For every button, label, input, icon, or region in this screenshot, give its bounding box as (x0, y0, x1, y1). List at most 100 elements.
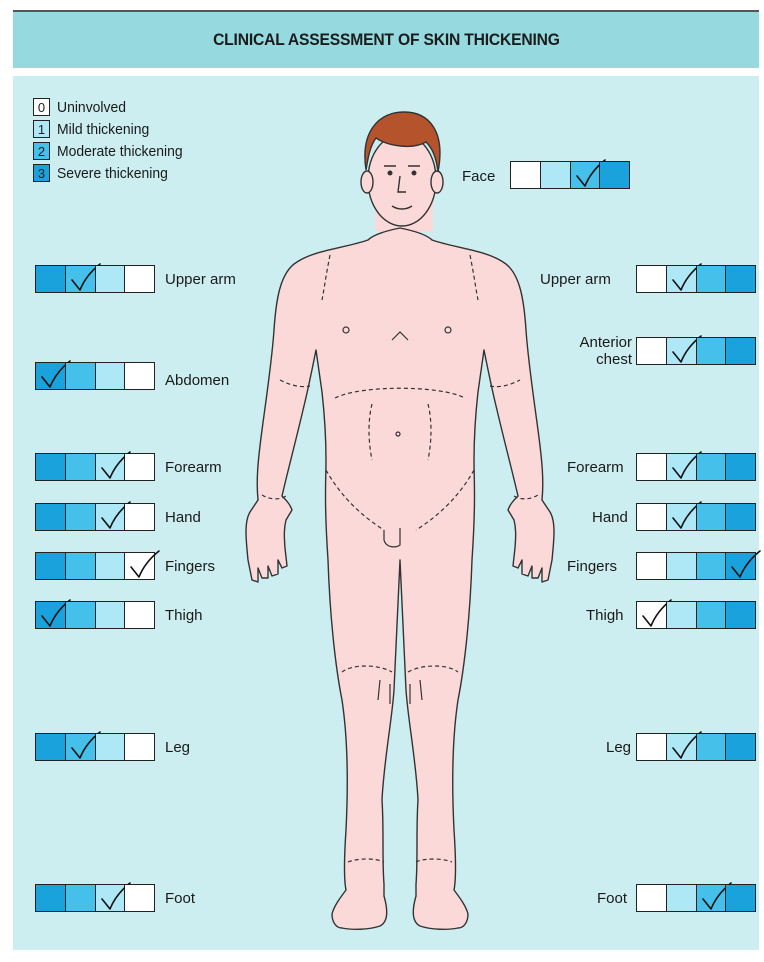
score-cell-3[interactable] (726, 734, 755, 760)
score-cell-0[interactable] (637, 454, 667, 480)
score-cell-2[interactable] (697, 885, 727, 911)
score-cell-3[interactable] (36, 504, 66, 530)
label-anterior-chest: Anterior chest (562, 334, 632, 368)
score-cell-3[interactable] (726, 602, 755, 628)
score-cell-0[interactable] (125, 885, 154, 911)
score-cell-3[interactable] (36, 885, 66, 911)
score-cell-2[interactable] (697, 454, 727, 480)
score-cell-0[interactable] (637, 885, 667, 911)
label-face: Face (462, 168, 495, 185)
scale-leg-left[interactable] (35, 733, 155, 761)
score-cell-2[interactable] (66, 553, 96, 579)
score-cell-2[interactable] (66, 266, 96, 292)
score-cell-0[interactable] (637, 266, 667, 292)
score-cell-1[interactable] (96, 363, 126, 389)
label-thigh-right: Thigh (586, 607, 624, 624)
score-cell-2[interactable] (66, 363, 96, 389)
score-cell-1[interactable] (667, 734, 697, 760)
scale-foot-right[interactable] (636, 884, 756, 912)
score-cell-2[interactable] (66, 602, 96, 628)
label-abdomen: Abdomen (165, 372, 229, 389)
score-cell-2[interactable] (697, 504, 727, 530)
score-cell-2[interactable] (66, 454, 96, 480)
score-cell-1[interactable] (96, 504, 126, 530)
score-cell-0[interactable] (125, 266, 154, 292)
score-cell-1[interactable] (96, 734, 126, 760)
label-leg-right: Leg (606, 739, 631, 756)
score-cell-0[interactable] (125, 553, 154, 579)
score-cell-1[interactable] (667, 885, 697, 911)
scale-fingers-left[interactable] (35, 552, 155, 580)
scale-abdomen[interactable] (35, 362, 155, 390)
score-cell-0[interactable] (637, 338, 667, 364)
score-cell-2[interactable] (697, 266, 727, 292)
label-fingers-right: Fingers (567, 558, 617, 575)
score-cell-2[interactable] (697, 602, 727, 628)
score-cell-1[interactable] (96, 454, 126, 480)
score-cell-1[interactable] (96, 266, 126, 292)
scale-thigh-right[interactable] (636, 601, 756, 629)
label-hand-right: Hand (592, 509, 628, 526)
score-cell-2[interactable] (571, 162, 601, 188)
score-cell-2[interactable] (697, 553, 727, 579)
score-cell-3[interactable] (36, 454, 66, 480)
scale-anterior-chest[interactable] (636, 337, 756, 365)
label-upper-arm-left: Upper arm (165, 271, 236, 288)
score-cell-1[interactable] (541, 162, 571, 188)
score-cell-0[interactable] (637, 734, 667, 760)
label-thigh-left: Thigh (165, 607, 203, 624)
label-foot-right: Foot (597, 890, 627, 907)
score-cell-1[interactable] (667, 266, 697, 292)
score-cell-0[interactable] (125, 504, 154, 530)
score-cell-3[interactable] (36, 266, 66, 292)
score-cell-3[interactable] (726, 553, 755, 579)
score-cell-2[interactable] (66, 504, 96, 530)
score-cell-3[interactable] (726, 454, 755, 480)
scale-leg-right[interactable] (636, 733, 756, 761)
score-cell-1[interactable] (96, 602, 126, 628)
score-cell-3[interactable] (36, 734, 66, 760)
score-cell-0[interactable] (637, 553, 667, 579)
score-cell-3[interactable] (36, 602, 66, 628)
score-cell-2[interactable] (697, 338, 727, 364)
score-cell-0[interactable] (637, 602, 667, 628)
score-cell-3[interactable] (36, 363, 66, 389)
label-leg-left: Leg (165, 739, 190, 756)
scale-upper-arm-left[interactable] (35, 265, 155, 293)
label-upper-arm-right: Upper arm (540, 271, 611, 288)
score-cell-1[interactable] (667, 454, 697, 480)
score-cell-3[interactable] (36, 553, 66, 579)
score-cell-0[interactable] (637, 504, 667, 530)
score-cell-3[interactable] (726, 338, 755, 364)
score-cell-1[interactable] (667, 602, 697, 628)
score-cell-0[interactable] (125, 454, 154, 480)
score-cell-1[interactable] (667, 504, 697, 530)
score-cell-1[interactable] (96, 885, 126, 911)
score-cell-0[interactable] (125, 363, 154, 389)
score-cell-1[interactable] (667, 553, 697, 579)
score-cell-2[interactable] (66, 885, 96, 911)
scale-upper-arm-right[interactable] (636, 265, 756, 293)
score-cell-3[interactable] (600, 162, 629, 188)
scale-fingers-right[interactable] (636, 552, 756, 580)
scale-thigh-left[interactable] (35, 601, 155, 629)
label-forearm-right: Forearm (567, 459, 624, 476)
scale-hand-left[interactable] (35, 503, 155, 531)
score-cell-0[interactable] (125, 602, 154, 628)
scale-forearm-left[interactable] (35, 453, 155, 481)
score-cell-1[interactable] (96, 553, 126, 579)
scale-foot-left[interactable] (35, 884, 155, 912)
score-cell-3[interactable] (726, 504, 755, 530)
score-cell-3[interactable] (726, 885, 755, 911)
score-cell-0[interactable] (511, 162, 541, 188)
score-cell-1[interactable] (667, 338, 697, 364)
score-cell-2[interactable] (66, 734, 96, 760)
score-cell-3[interactable] (726, 266, 755, 292)
scale-face[interactable] (510, 161, 630, 189)
scale-forearm-right[interactable] (636, 453, 756, 481)
scale-hand-right[interactable] (636, 503, 756, 531)
label-fingers-left: Fingers (165, 558, 215, 575)
score-cell-2[interactable] (697, 734, 727, 760)
score-cell-0[interactable] (125, 734, 154, 760)
